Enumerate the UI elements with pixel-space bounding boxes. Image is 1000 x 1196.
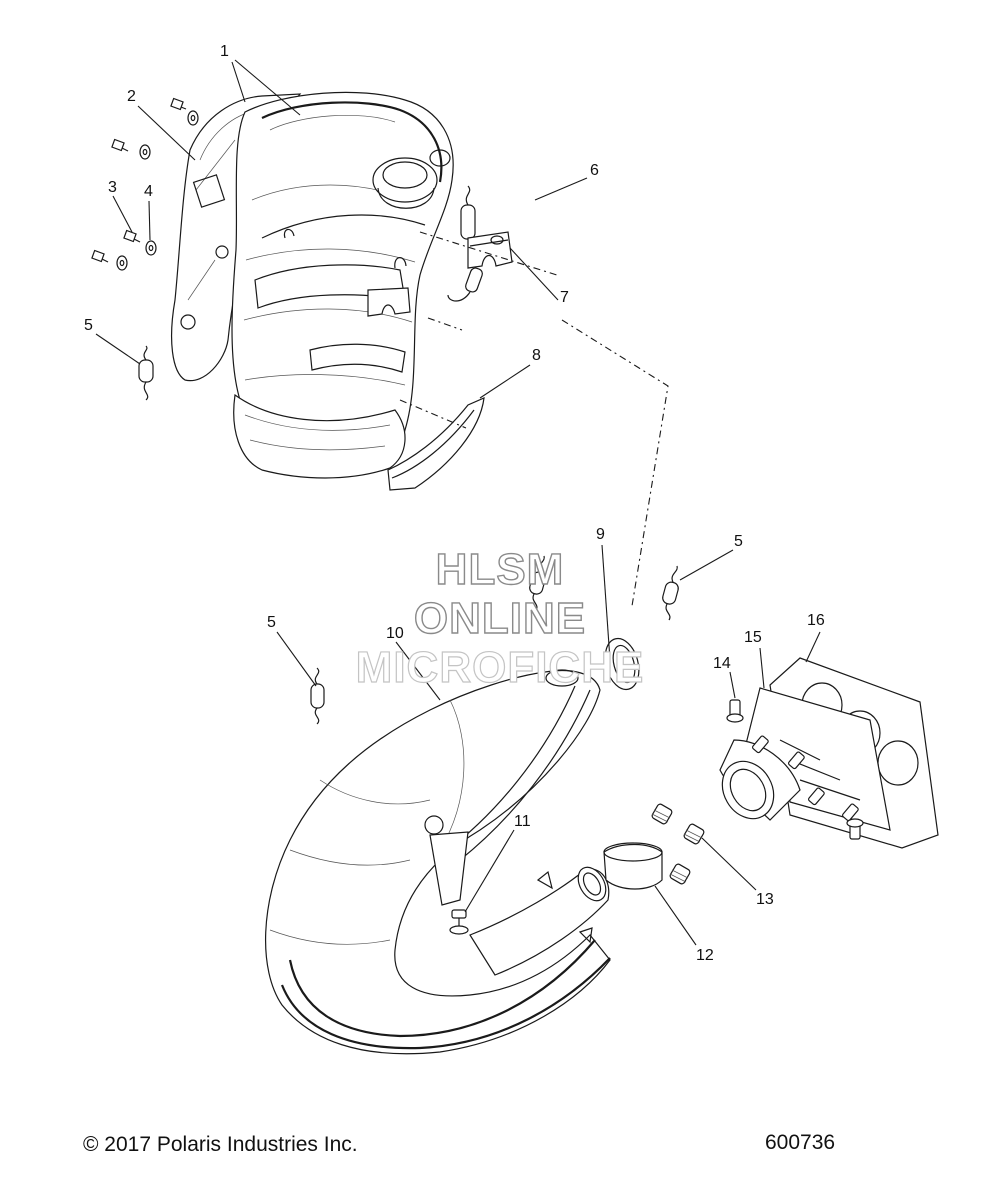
callout-12: 12 [696, 947, 714, 964]
watermark-line-3: MICROFICHE [355, 642, 645, 692]
diagram-number: 600736 [765, 1131, 836, 1154]
bolts-and-washers [91, 97, 199, 271]
copyright-text: © 2017 Polaris Industries Inc. [83, 1133, 358, 1156]
callout-15: 15 [744, 629, 762, 646]
callout-2: 2 [127, 88, 136, 105]
callout-3: 3 [108, 179, 117, 196]
callout-9: 9 [596, 526, 605, 543]
callout-7: 7 [560, 289, 569, 306]
brackets [387, 231, 513, 491]
callout-11: 11 [514, 813, 531, 830]
callout-8: 8 [532, 347, 541, 364]
watermark-line-2: ONLINE [413, 593, 587, 643]
manifold-springs [651, 803, 705, 885]
callout-10: 10 [386, 625, 404, 642]
callout-4: 4 [144, 183, 153, 200]
springs [138, 185, 679, 725]
callout-5b: 5 [734, 533, 743, 550]
callout-14: 14 [713, 655, 731, 672]
callout-6: 6 [590, 162, 599, 179]
silencer-assembly [171, 91, 454, 479]
callout-5c: 5 [267, 614, 276, 631]
exhaust-manifold [719, 657, 939, 849]
callout-1: 1 [220, 43, 229, 60]
leader-lines [95, 59, 821, 946]
callout-13: 13 [756, 891, 774, 908]
seal-rings [603, 637, 663, 890]
expansion-chamber [265, 669, 611, 1055]
watermark-line-1: HLSM [435, 544, 565, 594]
callout-5: 5 [84, 317, 93, 334]
alignment-lines [399, 231, 669, 607]
callout-16: 16 [807, 612, 825, 629]
